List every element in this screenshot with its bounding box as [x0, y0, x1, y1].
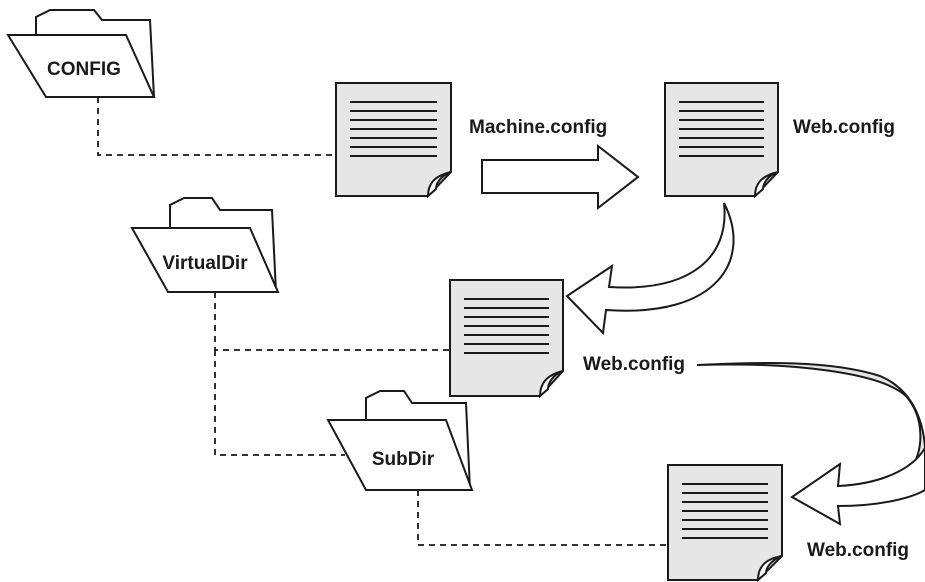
document-web-config-subdir: Web.config — [667, 464, 909, 582]
document-web-config-root: Web.config — [664, 82, 895, 199]
folder-virtualdir: VirtualDir — [130, 197, 280, 293]
label-web-config-subdir: Web.config — [807, 540, 909, 561]
document-icon — [449, 279, 564, 399]
folder-label-config: CONFIG — [47, 59, 121, 80]
label-web-config-root: Web.config — [793, 117, 895, 138]
folder-icon — [326, 390, 474, 491]
folder-icon — [6, 9, 156, 98]
arrow-icon — [790, 446, 925, 526]
folder-label-virtualdir: VirtualDir — [162, 253, 248, 274]
connector-config-to-machine — [97, 97, 336, 156]
document-icon — [667, 464, 783, 582]
folder-label-subdir: SubDir — [372, 449, 435, 470]
connector-virtualdir-to-webconfig — [214, 292, 450, 351]
document-icon — [335, 82, 452, 199]
label-machine-config: Machine.config — [469, 117, 607, 138]
document-icon — [664, 82, 779, 199]
label-web-config-virtualdir: Web.config — [583, 354, 685, 375]
connector-subdir-to-webconfig — [417, 490, 668, 546]
folder-subdir: SubDir — [326, 390, 474, 491]
arrow-icon — [696, 361, 925, 492]
document-machine-config: Machine.config — [335, 82, 607, 199]
connector-virtualdir-to-subdir — [214, 350, 345, 456]
document-web-config-virtualdir: Web.config — [449, 279, 685, 399]
folder-icon — [130, 197, 280, 293]
arrow-icon — [481, 143, 640, 211]
arrow-icon — [565, 202, 735, 336]
folder-config: CONFIG — [6, 9, 156, 98]
